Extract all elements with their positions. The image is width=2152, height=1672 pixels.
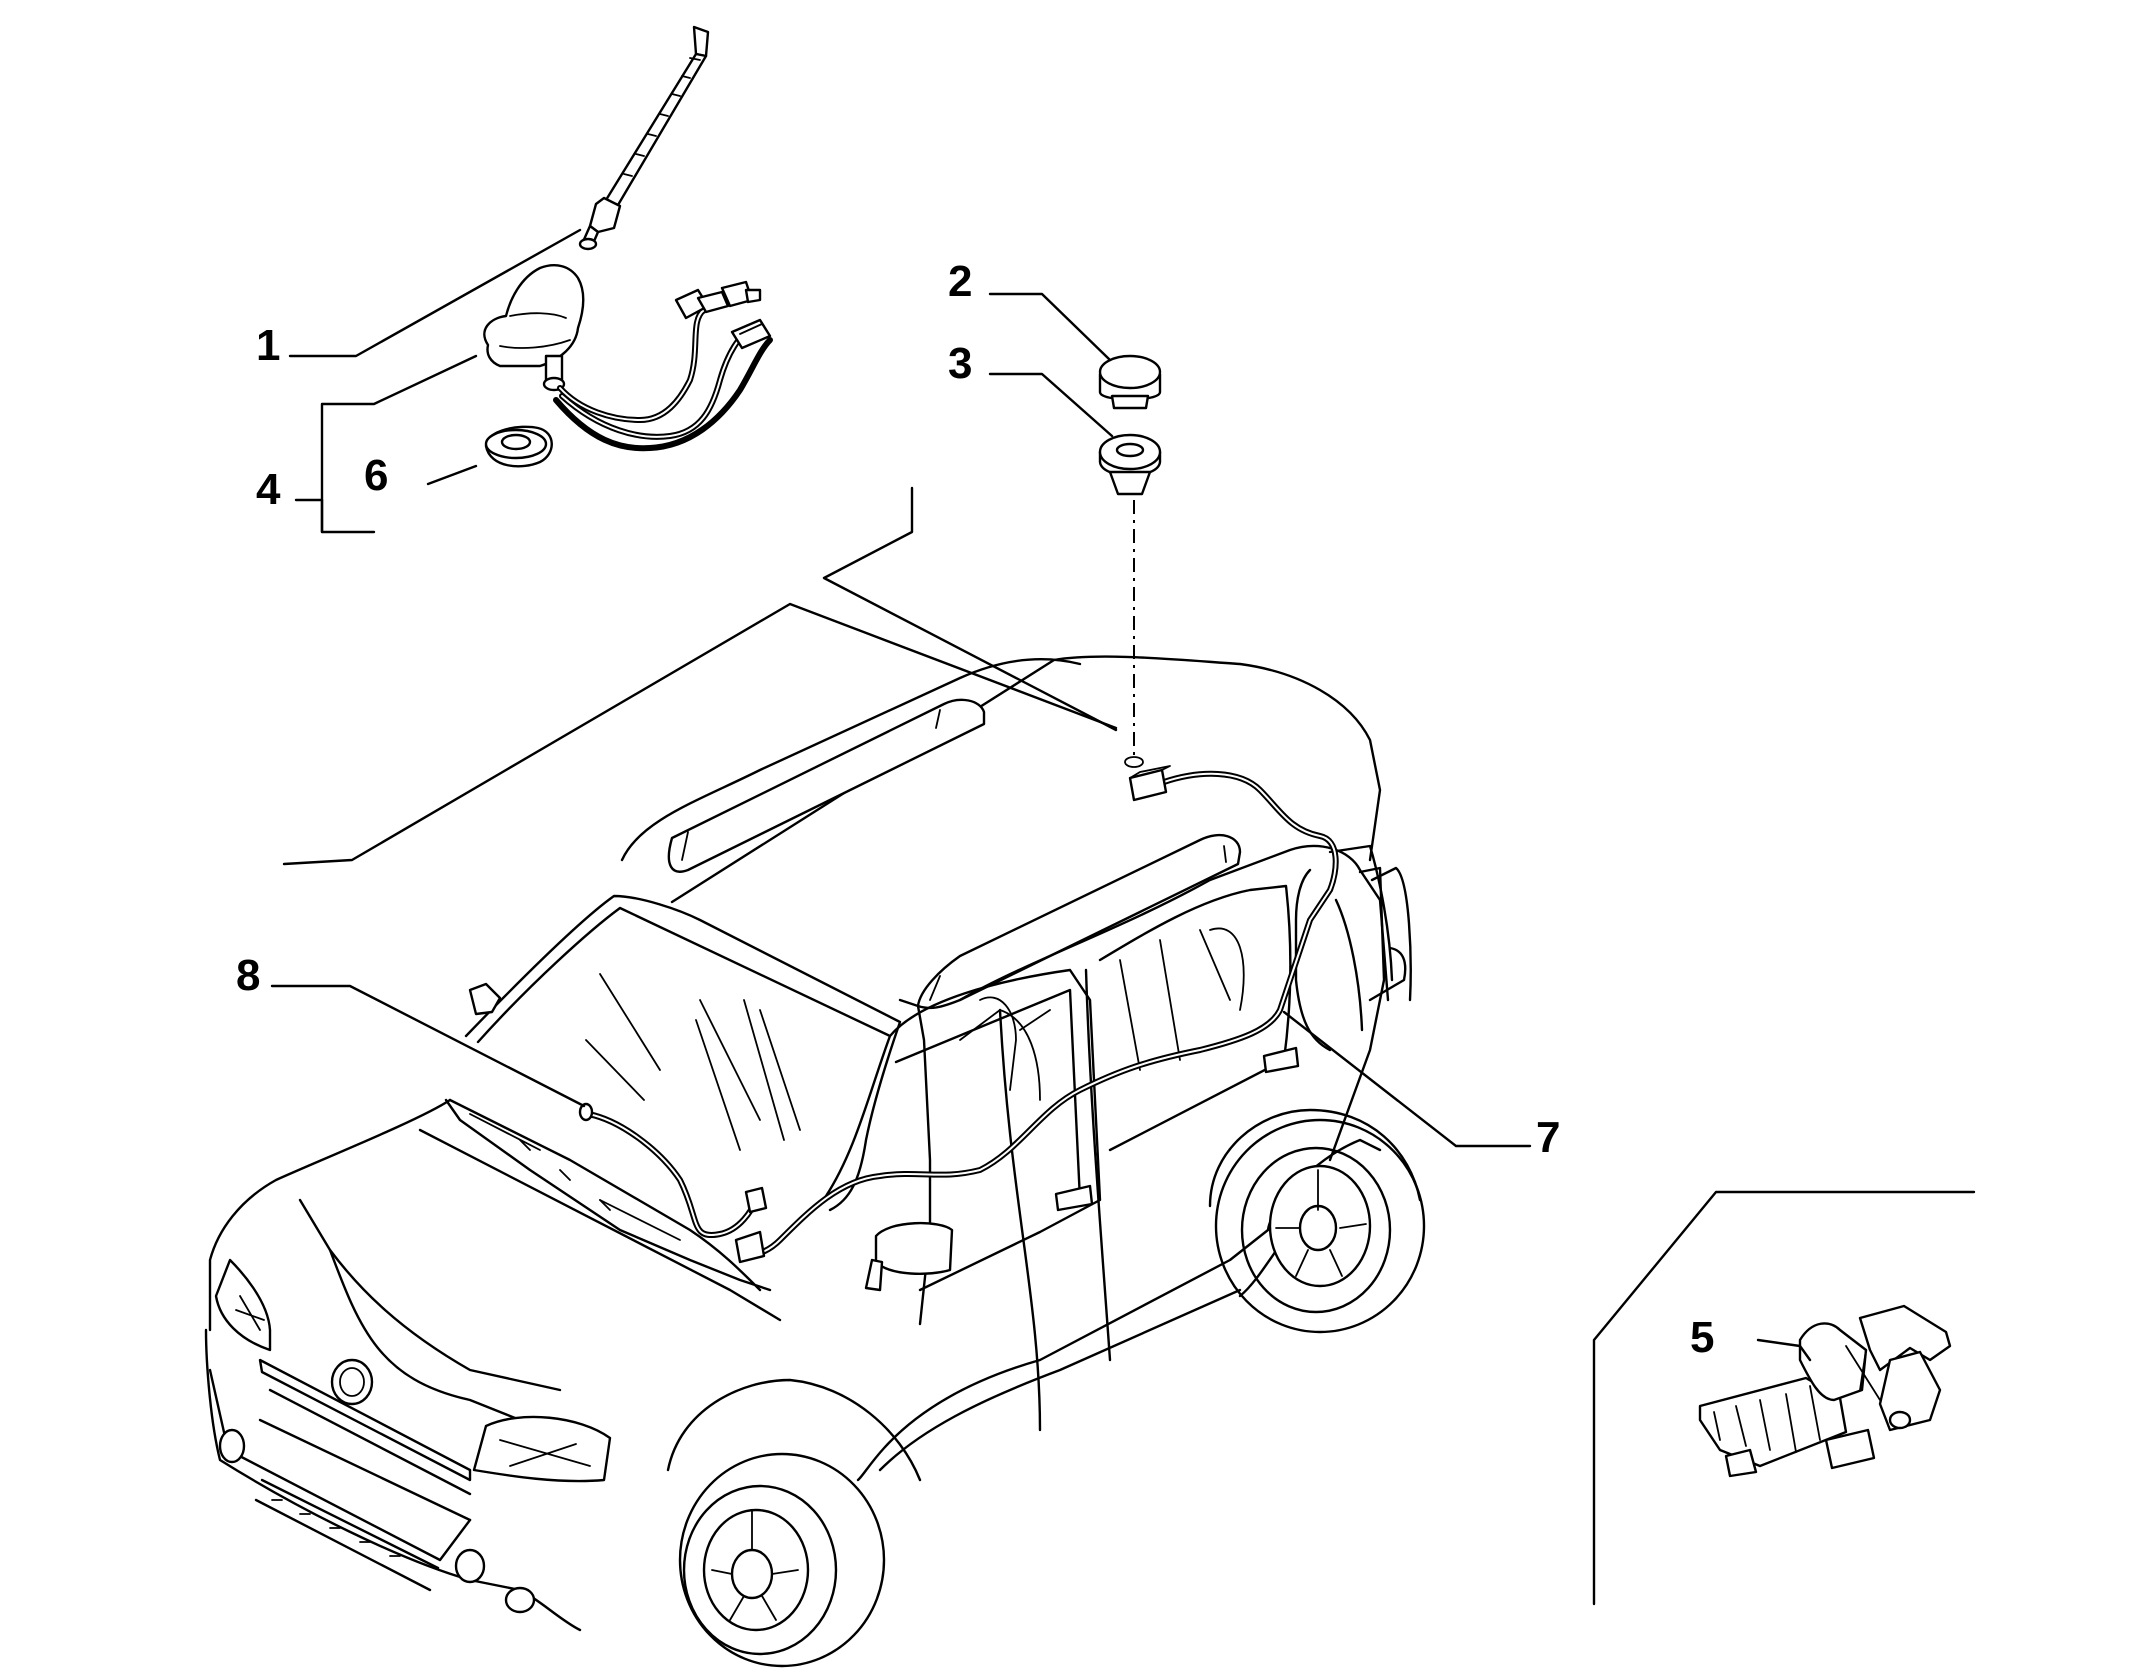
- antenna-base-icon: [483, 264, 585, 392]
- grommet-icon: [1098, 354, 1162, 410]
- leader-5: [1756, 1338, 1812, 1362]
- antenna-mast-icon: [578, 25, 710, 251]
- cable-clip-icon: [1698, 1304, 1952, 1478]
- callout-2: 2: [948, 257, 972, 306]
- cable-clip-inset: [1592, 1190, 1976, 1606]
- antenna-cable-bundle-icon: [553, 307, 773, 452]
- leader-4-lower: [320, 498, 376, 534]
- leader-2: [988, 292, 1112, 362]
- leader-7: [1282, 1010, 1532, 1148]
- plug-icon: [674, 280, 772, 350]
- callout-7: 7: [1536, 1113, 1560, 1162]
- callout-1: 1: [256, 321, 280, 370]
- antenna-cable-harness-icon: [734, 765, 1339, 1264]
- callout-8: 8: [236, 951, 260, 1000]
- leader-4-upper: [320, 354, 478, 534]
- leader-3: [988, 372, 1114, 438]
- leader-8: [270, 984, 586, 1108]
- leader-lines: [270, 228, 1812, 1362]
- callout-4: 4: [256, 465, 281, 514]
- vehicle-icon: [204, 486, 1426, 1668]
- grommet-icon: [1098, 433, 1162, 768]
- radio-cable-icon: [578, 1102, 768, 1239]
- seal-ring-icon: [484, 425, 553, 468]
- callout-6: 6: [364, 451, 388, 500]
- leader-6: [426, 464, 478, 486]
- callout-3: 3: [948, 339, 972, 388]
- leader-1: [288, 228, 582, 358]
- callout-5: 5: [1690, 1313, 1714, 1362]
